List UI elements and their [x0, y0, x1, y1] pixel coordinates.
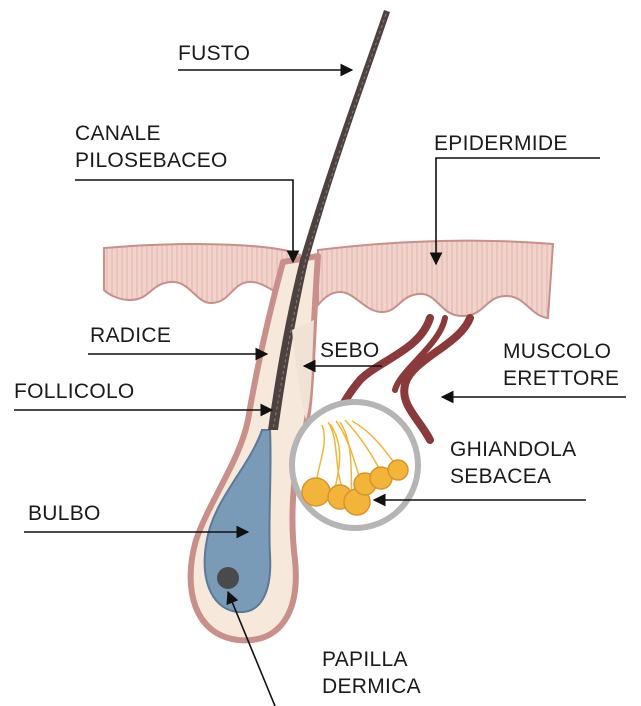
label-ghiandola-sebacea: GHIANDOLA SEBACEA: [450, 436, 576, 490]
label-muscolo-line2: ERETTORE: [503, 365, 619, 392]
label-radice: RADICE: [90, 322, 171, 349]
epidermis-shape: [104, 244, 300, 303]
dermal-papilla: [217, 567, 239, 589]
label-ghiandola-line1: GHIANDOLA: [450, 436, 576, 463]
label-fusto: FUSTO: [178, 40, 250, 67]
label-bulbo: BULBO: [28, 500, 101, 527]
label-epidermide: EPIDERMIDE: [434, 130, 568, 157]
label-muscolo-line1: MUSCOLO: [503, 338, 619, 365]
label-canale-line1: CANALE: [75, 120, 228, 147]
label-papilla-dermica: PAPILLA DERMICA: [322, 646, 421, 700]
label-papilla-line2: DERMICA: [322, 673, 421, 700]
label-canale-pilosebaceo: CANALE PILOSEBACEO: [75, 120, 228, 174]
label-papilla-line1: PAPILLA: [322, 646, 421, 673]
label-muscolo-erettore: MUSCOLO ERETTORE: [503, 338, 619, 392]
label-follicolo: FOLLICOLO: [14, 378, 135, 405]
label-sebo: SEBO: [320, 337, 380, 364]
label-ghiandola-line2: SEBACEA: [450, 463, 576, 490]
label-canale-line2: PILOSEBACEO: [75, 147, 228, 174]
